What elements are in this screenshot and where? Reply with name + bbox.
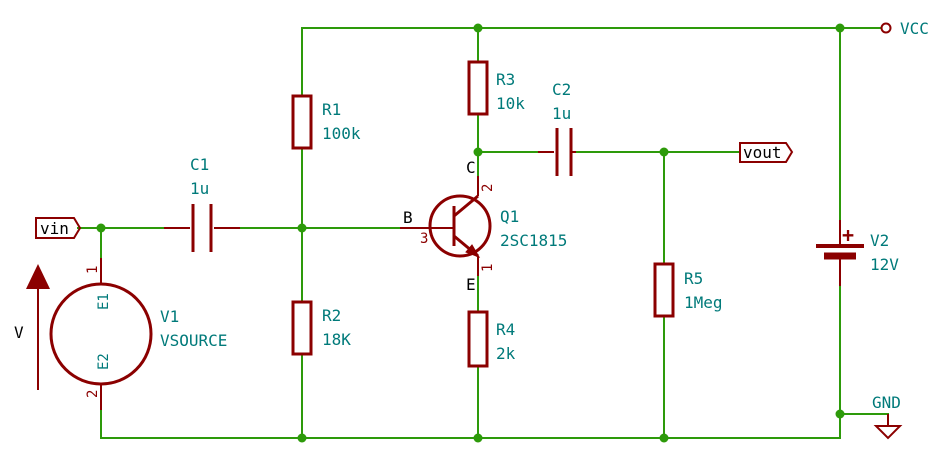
- r4-ref: R4: [496, 320, 515, 339]
- r1-ref: R1: [322, 100, 341, 119]
- junction-dot: [835, 23, 845, 33]
- v1-pin-e2-name: E2: [96, 353, 112, 370]
- c1-value: 1u: [190, 179, 209, 198]
- resistor-r3[interactable]: R3 10k: [467, 60, 525, 116]
- q1-pin2-number: 2: [480, 184, 496, 192]
- junction-dot: [659, 147, 669, 157]
- battery-v2[interactable]: + V2 12V: [816, 220, 899, 286]
- vin-flag: [35, 217, 82, 239]
- resistor-body: [467, 310, 489, 368]
- q1-pin-b-name: B: [403, 208, 413, 227]
- resistor-r4[interactable]: R4 2k: [467, 310, 516, 368]
- junction-dot: [473, 23, 483, 33]
- junction-dot: [659, 433, 669, 443]
- r1-value: 100k: [322, 124, 361, 143]
- v1-value: VSOURCE: [160, 331, 227, 350]
- r2-ref: R2: [322, 306, 341, 325]
- r3-ref: R3: [496, 70, 515, 89]
- wires: [77, 27, 889, 439]
- r2-value: 18K: [322, 330, 351, 349]
- source-body: [49, 282, 153, 386]
- gnd-power-port[interactable]: GND: [872, 393, 903, 440]
- gnd-label-text: GND: [872, 393, 901, 412]
- voltage-source-v1[interactable]: E1 E2 1 2 V1 VSOURCE: [49, 258, 227, 410]
- emitter-arrow-icon: [465, 244, 481, 258]
- r3-value: 10k: [496, 94, 525, 113]
- resistor-body: [467, 60, 489, 116]
- capacitor-c1[interactable]: C1 1u: [164, 155, 240, 252]
- junction-dot: [297, 223, 307, 233]
- q1-ref: Q1: [500, 207, 519, 226]
- junction-dot: [473, 147, 483, 157]
- vcc-power-port[interactable]: VCC: [880, 19, 929, 38]
- vin-label-text: vin: [40, 219, 69, 238]
- junction-dot: [473, 433, 483, 443]
- vout-flag: [739, 142, 794, 163]
- q1-pin3-number: 3: [420, 231, 428, 247]
- v1-ref: V1: [160, 307, 179, 326]
- ground-symbol-icon: [873, 425, 903, 440]
- v1-pin2-number: 2: [85, 390, 101, 398]
- v1-pin-e1-name: E1: [96, 293, 112, 310]
- voltage-arrow-label: V: [14, 323, 24, 342]
- r4-value: 2k: [496, 344, 516, 363]
- junction-dot: [96, 223, 106, 233]
- transistor-q1[interactable]: B C E 3 2 1 Q1 2SC1815: [400, 158, 567, 294]
- r5-ref: R5: [684, 269, 703, 288]
- transistor-collector-lead: [453, 194, 479, 218]
- arrow-up-icon: [26, 264, 50, 289]
- c1-ref: C1: [190, 155, 209, 174]
- resistor-r1[interactable]: R1 100k: [291, 94, 361, 150]
- junction-dot: [835, 409, 845, 419]
- q1-pin-e-name: E: [466, 275, 476, 294]
- q1-pin1-number: 1: [480, 264, 496, 272]
- junctions: [96, 23, 845, 443]
- battery-plus-sign: +: [842, 223, 854, 247]
- capacitor-c2[interactable]: C2 1u: [538, 80, 576, 176]
- resistor-body: [291, 300, 313, 356]
- resistor-r5[interactable]: R5 1Meg: [653, 262, 723, 318]
- q1-value: 2SC1815: [500, 231, 567, 250]
- voltage-arrow: V: [14, 264, 50, 390]
- junction-dot: [297, 433, 307, 443]
- resistor-body: [291, 94, 313, 150]
- resistor-body: [653, 262, 675, 318]
- vout-port-label[interactable]: vout: [739, 142, 794, 163]
- v1-pin1-number: 1: [85, 266, 101, 274]
- resistor-r2[interactable]: R2 18K: [291, 300, 351, 356]
- vcc-connector-icon: [880, 22, 892, 34]
- v2-ref: V2: [870, 231, 889, 250]
- r5-value: 1Meg: [684, 293, 723, 312]
- c2-value: 1u: [552, 104, 571, 123]
- c2-ref: C2: [552, 80, 571, 99]
- v2-value: 12V: [870, 255, 899, 274]
- vout-label-text: vout: [743, 143, 782, 162]
- vin-port-label[interactable]: vin: [35, 217, 82, 239]
- transistor-body: [428, 194, 492, 258]
- q1-pin-c-name: C: [466, 158, 476, 177]
- vcc-label-text: VCC: [900, 19, 929, 38]
